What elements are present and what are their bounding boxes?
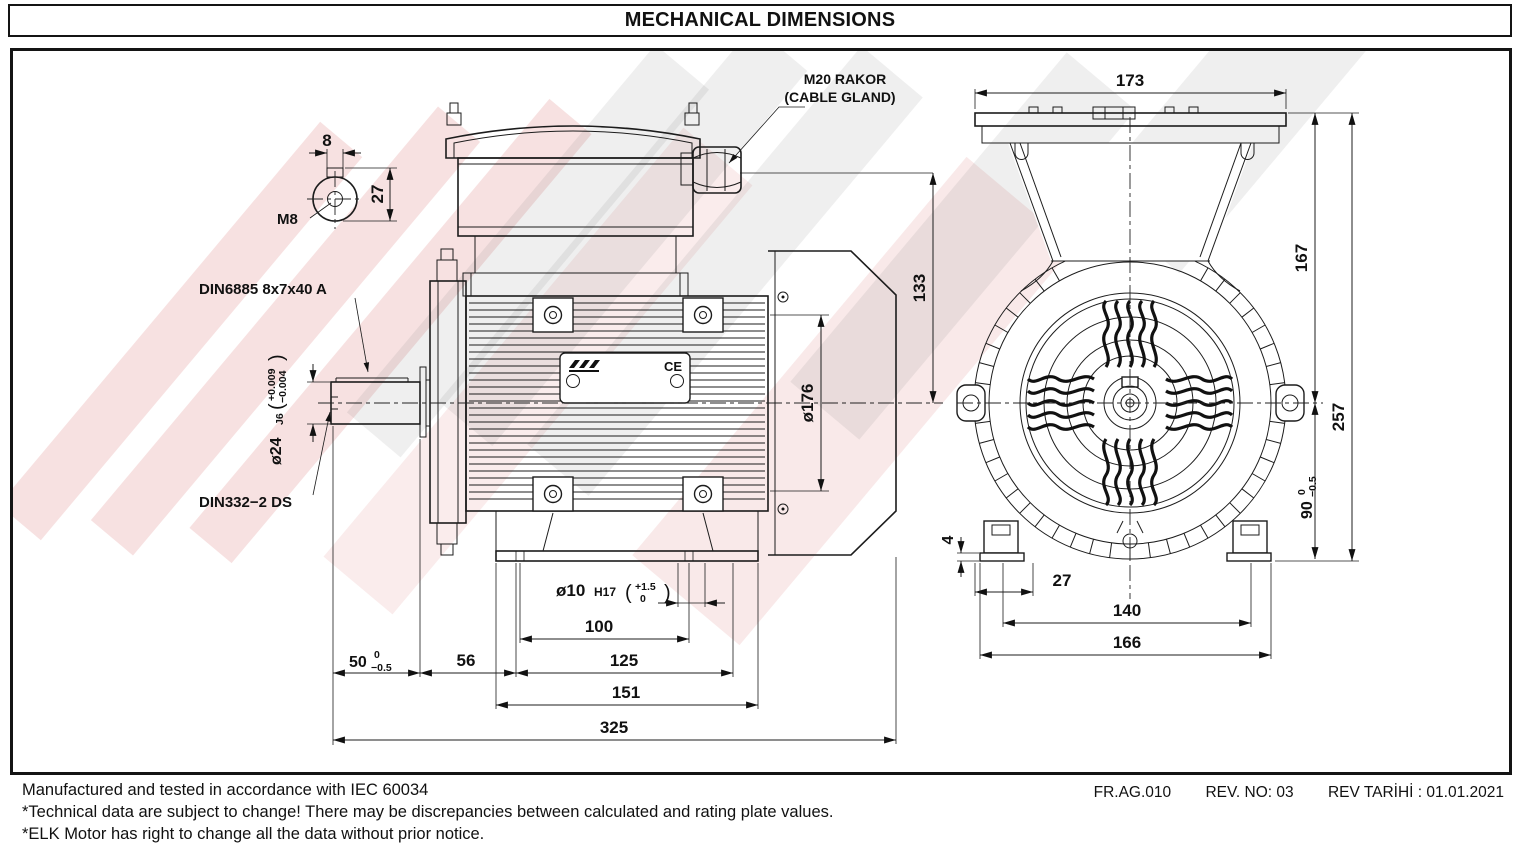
shaft: [330, 366, 431, 438]
elk-logo-icon: [569, 360, 600, 372]
dim-50: 50 0 −0.5: [349, 649, 392, 674]
dim-27-front: 27: [1053, 571, 1072, 590]
technical-drawing: CE: [199, 71, 1359, 745]
label-din6885: DIN6885 8x7x40 A: [199, 281, 327, 298]
front-view: [956, 106, 1305, 562]
mounting-feet-front: [979, 520, 1272, 562]
motor-body: [465, 295, 769, 512]
dim-key-width: 8: [322, 131, 331, 150]
dimensions: 8 27 M8 DIN6885 8x7x40 A ø24 J6 ( +0.009…: [199, 71, 1359, 745]
doc-number: FR.AG.010: [1093, 784, 1172, 801]
terminal-box-front: [974, 106, 1287, 292]
dim-325: 325: [600, 718, 628, 737]
svg-text:+1.5: +1.5: [635, 581, 656, 593]
svg-text:): ): [664, 582, 671, 604]
dim-shaft-dia: ø24 J6 ( +0.009 −0.004 ): [266, 354, 289, 465]
footer-disclaimer-2: *ELK Motor has right to change all the d…: [22, 825, 485, 843]
dim-133: 133: [910, 274, 929, 302]
document-reference: FR.AG.010 REV. NO: 03 REV TARİHİ : 01.01…: [1094, 784, 1504, 802]
svg-text:(: (: [266, 403, 288, 410]
svg-text:(: (: [625, 582, 632, 604]
footer-disclaimer-1: *Technical data are subject to change! T…: [22, 803, 834, 821]
svg-text:+0.009: +0.009: [266, 368, 278, 401]
terminal-box-front-fill: [1008, 143, 1253, 261]
dim-173: 173: [1116, 71, 1144, 90]
shaft-end-detail: [307, 167, 363, 229]
front-bearing-shield: [429, 248, 467, 556]
dim-56: 56: [457, 651, 476, 670]
revision-date: REV TARİHİ : 01.01.2021: [1327, 784, 1504, 801]
dim-167: 167: [1292, 244, 1311, 272]
svg-text:ø24: ø24: [268, 437, 285, 465]
dim-151: 151: [612, 683, 640, 702]
revision-number: REV. NO: 03: [1205, 784, 1294, 801]
dim-27-detail: 27: [368, 185, 387, 204]
dim-125: 125: [610, 651, 638, 670]
dim-166: 166: [1113, 633, 1141, 652]
mounting-feet-side: [495, 511, 759, 562]
cable-gland: [680, 146, 742, 194]
label-gland-2: (CABLE GLAND): [784, 89, 895, 105]
dim-90: 90 0 −0.5: [1296, 476, 1319, 519]
svg-text:−0.5: −0.5: [371, 662, 392, 674]
svg-text:0: 0: [374, 649, 380, 661]
svg-text:H17: H17: [594, 585, 616, 599]
drawing-frame: CE: [10, 48, 1512, 775]
svg-text:90: 90: [1299, 501, 1316, 519]
dim-257: 257: [1329, 403, 1348, 431]
footer-standard: Manufactured and tested in accordance wi…: [22, 781, 429, 799]
svg-text:−0.004: −0.004: [277, 370, 289, 403]
centerlines: [318, 117, 1323, 599]
dim-4: 4: [940, 535, 957, 544]
ce-mark: CE: [664, 359, 682, 374]
label-m8: M8: [277, 211, 298, 228]
dim-140: 140: [1113, 601, 1141, 620]
terminal-box: [445, 102, 701, 297]
svg-text:ø10: ø10: [556, 581, 585, 600]
svg-text:): ): [266, 354, 288, 361]
dim-foot-hole: ø10 H17 ( +1.5 0 ): [556, 581, 671, 605]
nameplate: CE: [559, 352, 691, 404]
page-title: MECHANICAL DIMENSIONS: [8, 4, 1512, 37]
label-gland-1: M20 RAKOR: [804, 71, 886, 87]
side-view: CE: [307, 102, 897, 562]
svg-text:50: 50: [349, 654, 367, 671]
dim-100: 100: [585, 617, 613, 636]
label-din332: DIN332−2 DS: [199, 494, 292, 511]
svg-text:0: 0: [1296, 489, 1308, 495]
svg-text:−0.5: −0.5: [1307, 476, 1319, 497]
svg-text:J6: J6: [274, 413, 286, 425]
svg-text:0: 0: [640, 593, 646, 605]
